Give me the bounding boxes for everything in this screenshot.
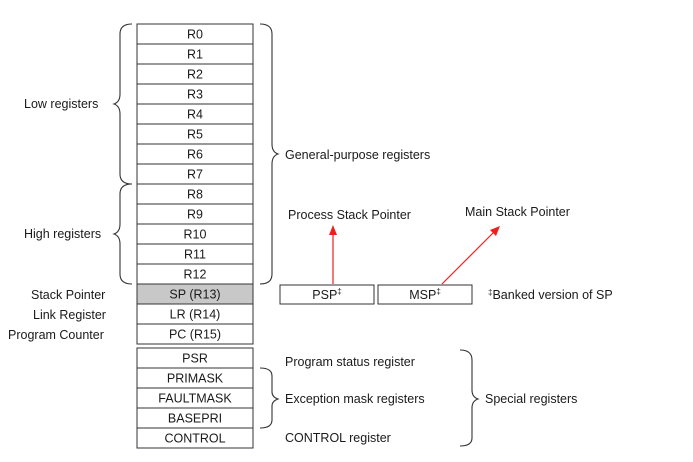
- register-r7-label: R7: [187, 168, 203, 182]
- register-control-label: CONTROL: [164, 432, 225, 446]
- process-stack-pointer-label: Process Stack Pointer: [288, 208, 411, 222]
- register-r12-label: R12: [184, 268, 207, 282]
- register-psr-label: PSR: [182, 352, 208, 366]
- psp-arrowhead: [329, 225, 337, 235]
- register-lr-label: LR (R14): [170, 308, 221, 322]
- control-description: CONTROL register: [285, 431, 391, 445]
- msp-label: MSP‡: [409, 287, 441, 302]
- program-counter-label: Program Counter: [8, 328, 104, 342]
- high-registers-label: High registers: [24, 227, 101, 241]
- banked-note: ‡Banked version of SP: [488, 288, 613, 302]
- msp-arrowhead: [490, 226, 500, 236]
- general-purpose-label: General-purpose registers: [285, 148, 430, 162]
- psp-label: PSP‡: [312, 287, 341, 302]
- register-basepri-label: BASEPRI: [168, 412, 222, 426]
- stack-pointer-label: Stack Pointer: [31, 288, 105, 302]
- register-pc-cell: [136, 323, 254, 345]
- psr-description: Program status register: [285, 355, 415, 369]
- register-sp-label: SP (R13): [169, 288, 220, 302]
- register-r5-label: R5: [187, 128, 203, 142]
- special-registers-label: Special registers: [485, 392, 577, 406]
- register-r10-label: R10: [184, 228, 207, 242]
- exception-mask-label: Exception mask registers: [285, 392, 425, 406]
- register-pc-label: PC (R15): [169, 328, 221, 342]
- register-r11-label: R11: [184, 248, 206, 262]
- psp-box: [279, 284, 375, 305]
- link-register-label: Link Register: [33, 308, 106, 322]
- register-r3-label: R3: [187, 88, 203, 102]
- register-r0-label: R0: [187, 28, 203, 42]
- main-stack-pointer-label: Main Stack Pointer: [465, 205, 570, 219]
- register-r8-label: R8: [187, 188, 203, 202]
- msp-box: [377, 284, 473, 305]
- register-r9-label: R9: [187, 208, 203, 222]
- low-registers-label: Low registers: [24, 97, 98, 111]
- general-purpose-brace: [259, 23, 280, 285]
- register-primask-label: PRIMASK: [167, 372, 224, 386]
- msp-arrow: [441, 231, 495, 285]
- register-r4-label: R4: [187, 108, 203, 122]
- high-registers-brace: [112, 183, 133, 285]
- register-r2-label: R2: [187, 68, 203, 82]
- low-registers-brace: [112, 23, 133, 185]
- register-control-cell: [136, 427, 254, 449]
- register-r1-label: R1: [187, 48, 203, 62]
- register-faultmask-label: FAULTMASK: [158, 392, 232, 406]
- register-r6-label: R6: [187, 148, 203, 162]
- exception-mask-brace: [259, 367, 280, 429]
- special-registers-brace: [459, 349, 480, 447]
